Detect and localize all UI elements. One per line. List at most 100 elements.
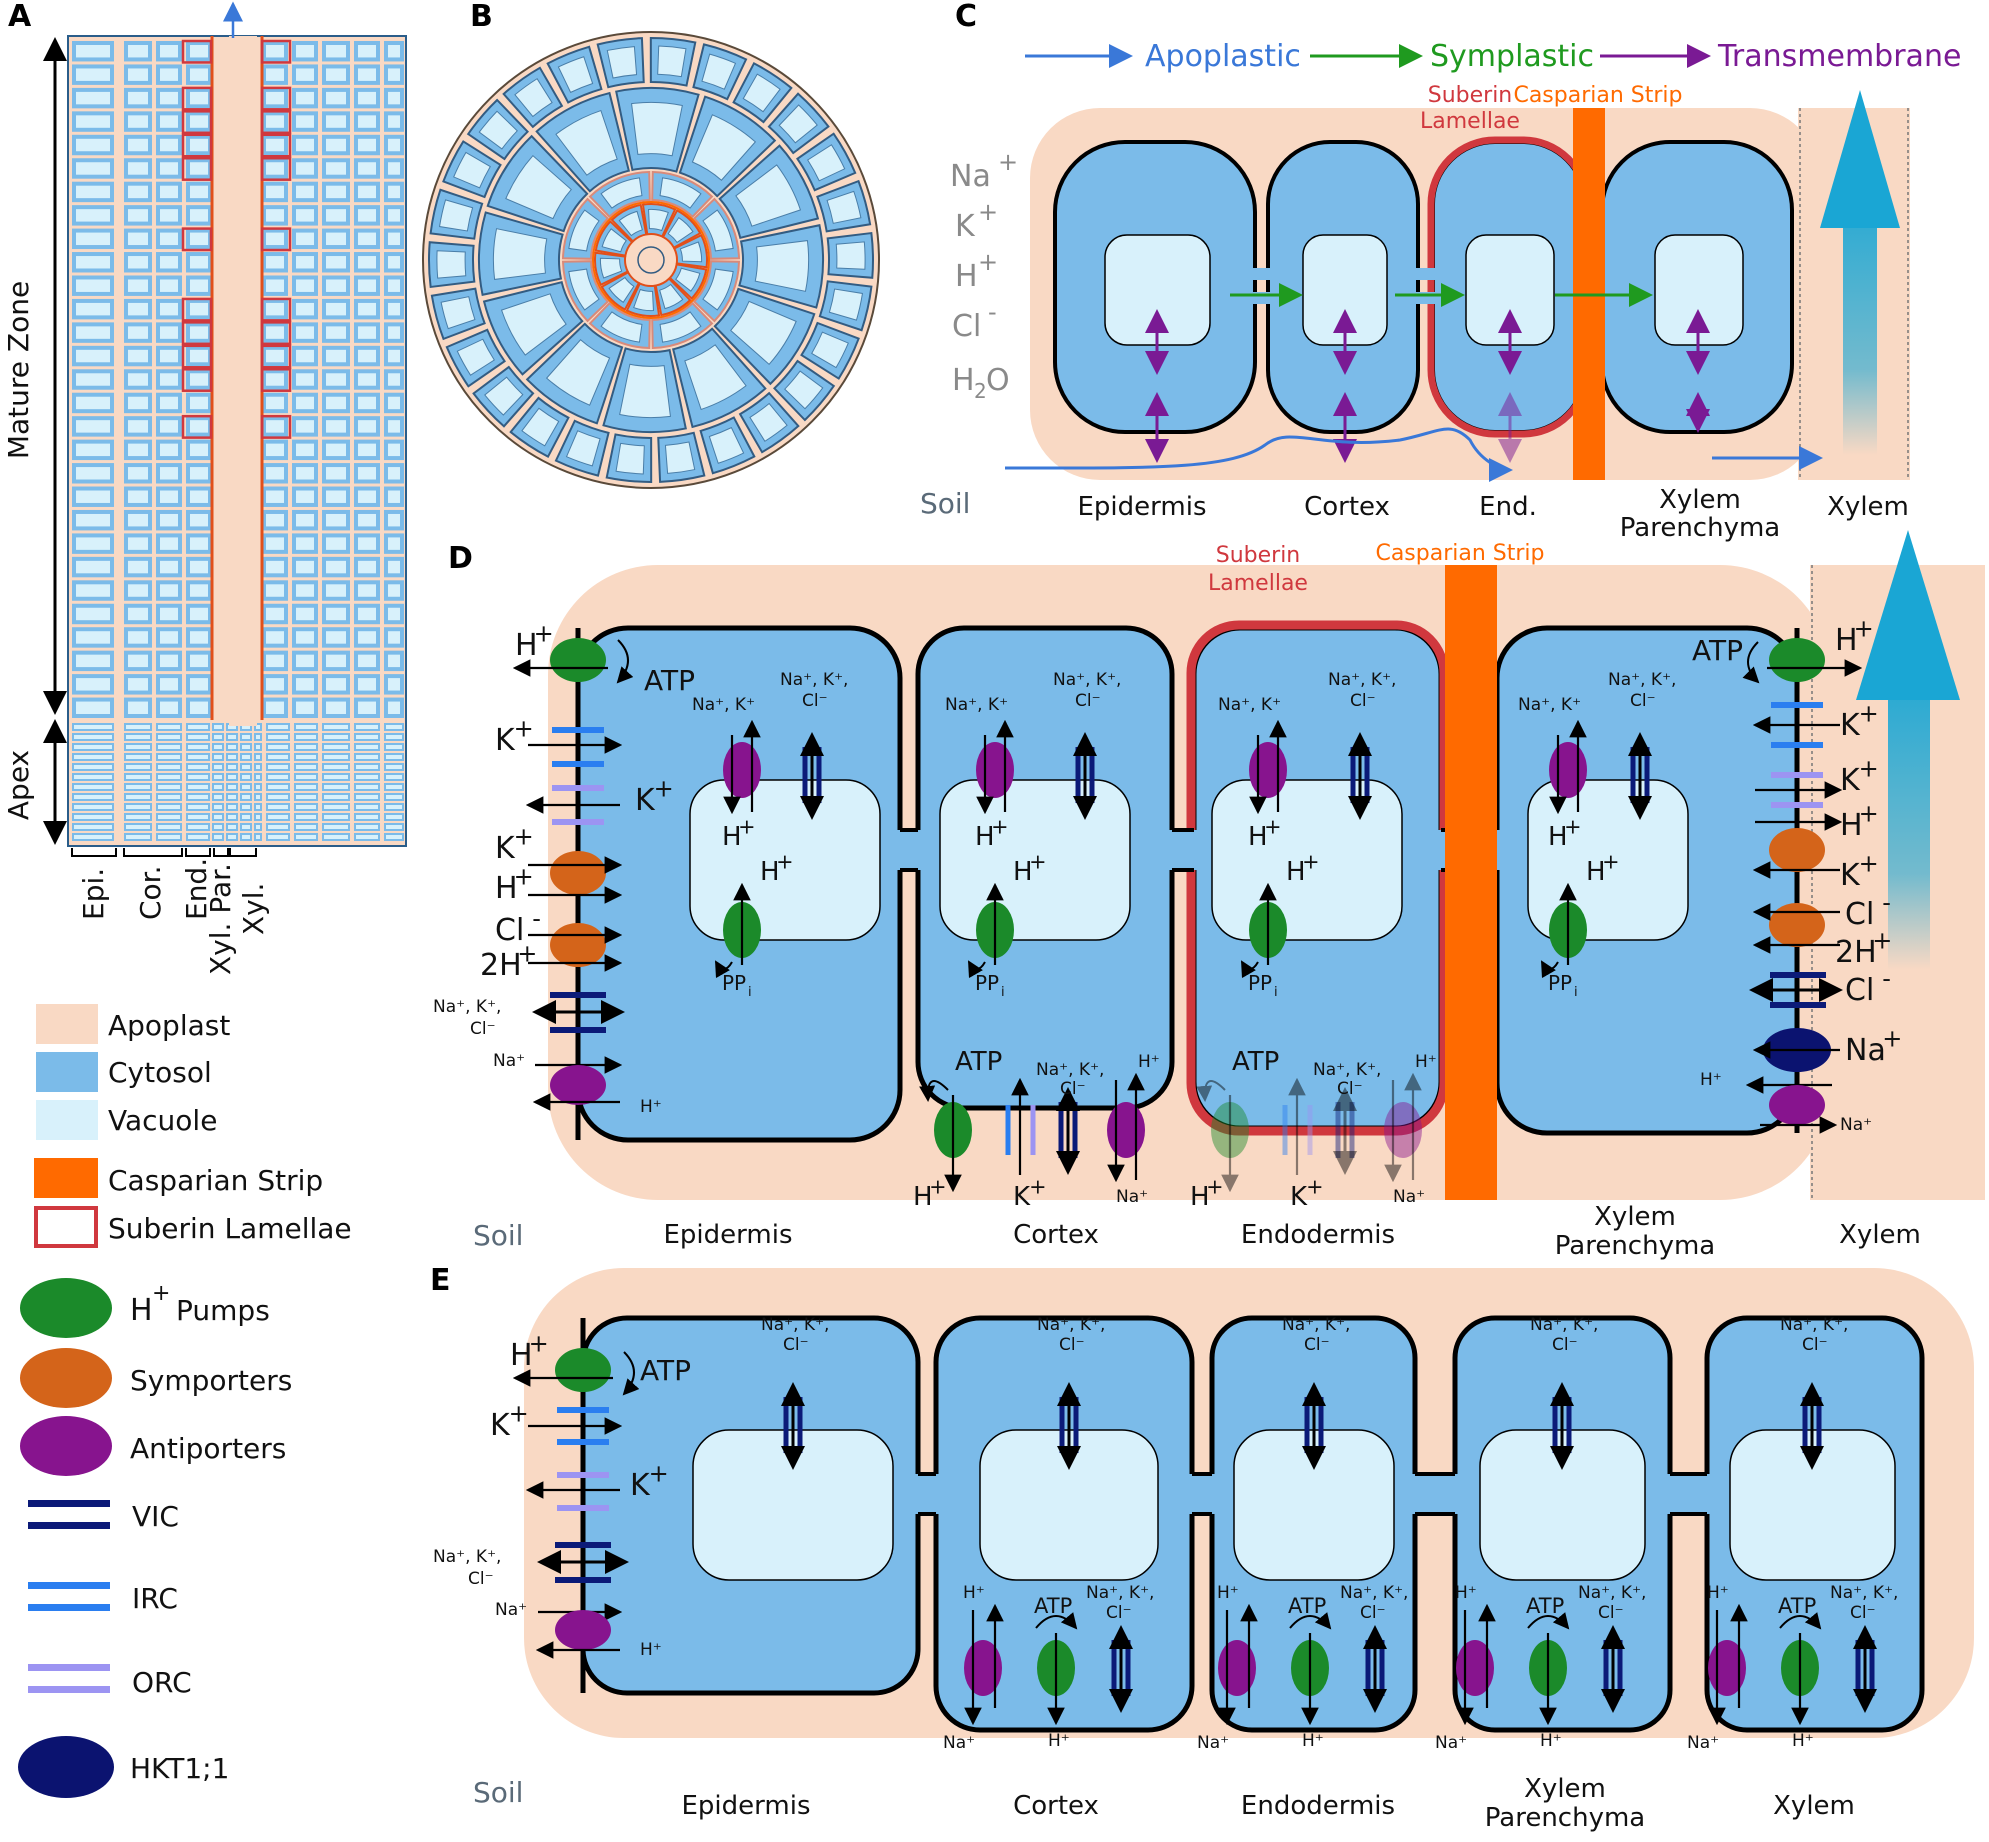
e-cell3-atp-arc [1779, 1612, 1822, 1630]
mature-cell-vacuole [358, 68, 376, 81]
apex-cell-vacuole [126, 725, 150, 729]
legend-vacuole-swatch [36, 1100, 98, 1140]
mature-cell-vacuole [160, 584, 178, 597]
d-epi-tono-ions: Na⁺, K⁺ [692, 695, 755, 715]
e-cell4-vic-ions: Na⁺, K⁺, [1780, 1315, 1848, 1335]
mature-cell-vacuole [296, 654, 314, 668]
mature-cell-vacuole [358, 513, 376, 527]
apex-cell-vacuole [242, 785, 250, 789]
epidermis-cell-vacuole [514, 78, 553, 118]
apex-cell-vacuole [228, 815, 236, 819]
suberin-cell-left [181, 368, 213, 392]
e-cell2-atp: ATP [1526, 1594, 1564, 1618]
epidermis-cell-vacuole [436, 250, 467, 279]
e-cell0-pm-vic-ions: Na⁺, K⁺, [1086, 1583, 1154, 1603]
d-xp-vic-cl: Cl [1845, 973, 1874, 1008]
mature-cell-vacuole [128, 185, 148, 199]
panel-d-letter: D [448, 541, 473, 576]
legend-vic: VIC [132, 1500, 179, 1533]
d-xp-h-pump [1769, 638, 1825, 682]
apex-cell-vacuole [242, 745, 250, 749]
d-end-atp: ATP [1232, 1047, 1279, 1077]
mature-cell-vacuole [326, 678, 346, 691]
suberin-cell-left [181, 156, 213, 181]
apex-cell-vacuole [214, 835, 222, 839]
apex-cell-vacuole [356, 815, 378, 819]
xylem-lumen [637, 246, 665, 274]
apex-cell-vacuole [356, 835, 378, 839]
mature-cell-vacuole [76, 513, 110, 527]
d-xp-k-sym-ion: K [1840, 858, 1861, 893]
d-xp-vic-ions: Na⁺, K⁺, [1608, 670, 1676, 690]
apex-cell-vacuole [296, 775, 316, 779]
d-epi-2h-ion-sign: + [517, 940, 537, 968]
apex-cell-vacuole [126, 745, 150, 749]
mature-cell-vacuole [190, 560, 208, 574]
mature-cell-vacuole [190, 209, 208, 222]
mature-cell-vacuole [296, 678, 314, 691]
mature-cell-vacuole [388, 185, 400, 199]
d-epi-k-out-ion: K [635, 783, 656, 818]
d-end-pm-k-ion: K [1290, 1182, 1308, 1212]
mature-cell-vacuole [128, 68, 148, 81]
epidermis-cell-vacuole [438, 199, 474, 232]
apex-cell-vacuole [74, 785, 112, 789]
d-end-pm-vic-ions: Na⁺, K⁺, [1313, 1060, 1381, 1080]
mature-cell-vacuole [296, 138, 314, 152]
d-xp-symporter-1 [1769, 828, 1825, 872]
d-xp-tono-ions: Na⁺, K⁺ [1518, 695, 1581, 715]
mature-cell-vacuole [388, 584, 400, 597]
d-plasmodesma-1 [895, 830, 925, 870]
d-cor-ppase-h-ion-sign: + [1029, 849, 1046, 873]
d-epi-antiporter [550, 1065, 606, 1105]
apex-cell-vacuole [126, 785, 150, 789]
d-epi-vic-ions: Na⁺, K⁺, [433, 997, 501, 1017]
mature-cell-vacuole [388, 631, 400, 644]
d-epi-h-anti-ion: H⁺ [640, 1097, 662, 1117]
d-epi-cl-sym-ion-sign: - [532, 905, 541, 933]
c-ion-na-sign: + [998, 148, 1018, 176]
mature-cell-vacuole [128, 91, 148, 105]
endodermis-cell-vacuole [702, 209, 734, 252]
mature-cell-vacuole [266, 396, 284, 410]
mature-cell-vacuole [128, 256, 148, 269]
apex-cell-vacuole [188, 835, 208, 839]
d-cor-pm-vic-cl: Cl⁻ [1060, 1079, 1086, 1099]
mature-cell-vacuole [266, 537, 284, 550]
mature-cell-vacuole [160, 256, 178, 269]
mature-cell-vacuole [388, 256, 400, 269]
mature-cell-vacuole [128, 138, 148, 152]
apex-cell-vacuole [242, 755, 250, 759]
d-cor-atp-arc [919, 1080, 949, 1102]
epidermis-cell-vacuole [521, 407, 560, 447]
mature-cell-vacuole [128, 678, 148, 691]
mature-cell-vacuole [76, 138, 110, 152]
tissue-epi: Epi. [77, 868, 110, 920]
epidermis-cell-vacuole [557, 56, 594, 94]
e-cell2-atp-arc [1527, 1612, 1570, 1630]
epidermis-cell-vacuole [811, 331, 849, 369]
d-xp-hkt-na-ion: Na [1845, 1033, 1886, 1068]
apex-cell-vacuole [228, 785, 236, 789]
mature-cell-vacuole [358, 349, 376, 363]
cortex-cell-vacuole [691, 114, 757, 181]
e-cell3-pm-vic-ions: Na⁺, K⁺, [1830, 1583, 1898, 1603]
mature-cell-vacuole [76, 162, 110, 175]
apex-cell-vacuole [296, 835, 316, 839]
d-label-xylem-par-1: Xylem [1594, 1202, 1676, 1232]
mature-cell-vacuole [128, 654, 148, 668]
d-cor-ppase-h-ion: H [1013, 857, 1033, 887]
d-cor-pm-antiporter [1107, 1102, 1145, 1158]
apex-cell-vacuole [158, 825, 180, 829]
apex-cell-vacuole [242, 765, 250, 769]
apex-cell-vacuole [296, 725, 316, 729]
apex-cell-vacuole [268, 735, 288, 739]
legend-pump-icon [20, 1278, 112, 1338]
d-epi-atp: ATP [644, 664, 695, 697]
epidermis-cell-vacuole [749, 402, 788, 442]
e-label-xylem-par-1: Xylem [1524, 1774, 1606, 1804]
apex-cell-vacuole [356, 805, 378, 809]
apex-cell-vacuole [158, 745, 180, 749]
apex-cell-vacuole [268, 745, 288, 749]
